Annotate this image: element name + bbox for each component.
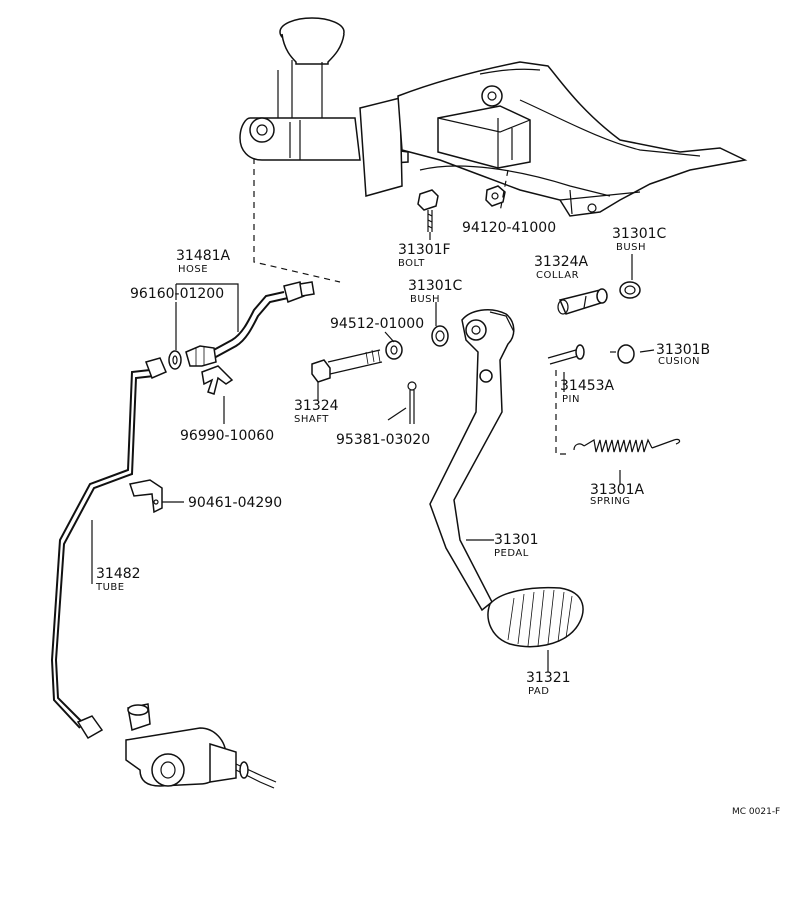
nut-94120-drawing xyxy=(485,185,506,207)
svg-text:BUSH: BUSH xyxy=(616,242,646,253)
bolt-31301F-drawing xyxy=(417,189,439,232)
master-cylinder-drawing xyxy=(239,17,748,217)
slave-cylinder-drawing xyxy=(125,703,277,789)
svg-text:31301F: 31301F xyxy=(398,242,451,258)
svg-text:PEDAL: PEDAL xyxy=(494,548,529,559)
label-31453A: 31453A PIN xyxy=(560,378,615,405)
label-90461: 90461-04290 xyxy=(188,495,282,511)
svg-text:31482: 31482 xyxy=(96,566,141,582)
washer-96160-drawing xyxy=(168,350,182,370)
label-31301F: 31301F BOLT xyxy=(398,242,451,269)
svg-text:31453A: 31453A xyxy=(560,378,615,394)
svg-text:31301C: 31301C xyxy=(612,226,667,242)
svg-text:SHAFT: SHAFT xyxy=(294,414,329,425)
label-31482: 31482 TUBE xyxy=(95,566,141,593)
cushion-31301B-drawing xyxy=(610,344,635,364)
svg-text:90461-04290: 90461-04290 xyxy=(188,495,282,511)
svg-text:31301B: 31301B xyxy=(656,342,710,358)
svg-text:96990-10060: 96990-10060 xyxy=(180,428,274,444)
svg-text:BUSH: BUSH xyxy=(410,294,440,305)
cotter-pin-95381-drawing xyxy=(407,381,417,424)
label-31301A: 31301A SPRING xyxy=(590,482,645,507)
svg-text:31324: 31324 xyxy=(294,398,339,414)
spring-31301A-drawing xyxy=(573,438,681,453)
hose-31481A-drawing xyxy=(185,281,315,367)
svg-text:PAD: PAD xyxy=(528,686,549,697)
svg-text:BOLT: BOLT xyxy=(398,258,425,269)
label-31321: 31321 PAD xyxy=(526,670,571,697)
label-96160: 96160-01200 xyxy=(130,286,224,302)
label-96990: 96990-10060 xyxy=(180,428,274,444)
svg-text:31481A: 31481A xyxy=(176,248,231,264)
svg-text:31301: 31301 xyxy=(494,532,539,548)
svg-text:94120-41000: 94120-41000 xyxy=(462,220,556,236)
label-31301C-right: 31301C BUSH xyxy=(612,226,667,253)
tube-31482-drawing xyxy=(50,357,167,740)
label-31324A: 31324A COLLAR xyxy=(534,254,589,281)
svg-text:CUSION: CUSION xyxy=(658,356,700,367)
svg-text:31321: 31321 xyxy=(526,670,571,686)
diagram-code: MC 0021-F xyxy=(732,807,780,817)
svg-text:COLLAR: COLLAR xyxy=(536,270,579,281)
label-95381: 95381-03020 xyxy=(336,432,430,448)
label-31301: 31301 PEDAL xyxy=(494,532,539,559)
pad-31321-drawing xyxy=(487,586,584,648)
clip-96990-drawing xyxy=(201,365,234,395)
label-94512: 94512-01000 xyxy=(330,316,424,332)
svg-text:95381-03020: 95381-03020 xyxy=(336,432,430,448)
svg-text:94512-01000: 94512-01000 xyxy=(330,316,424,332)
bracket-90461-drawing xyxy=(129,479,163,514)
svg-text:31324A: 31324A xyxy=(534,254,589,270)
svg-text:31301C: 31301C xyxy=(408,278,463,294)
svg-text:PIN: PIN xyxy=(562,394,580,405)
svg-text:TUBE: TUBE xyxy=(95,582,125,593)
pin-31453A-drawing xyxy=(547,344,585,365)
pedal-31301-drawing xyxy=(429,308,515,612)
bush-31301C-left-drawing xyxy=(431,325,449,347)
svg-text:31301A: 31301A xyxy=(590,482,645,498)
bush-31301C-right-drawing xyxy=(619,281,641,299)
label-31301B: 31301B CUSION xyxy=(656,342,710,367)
label-94120: 94120-41000 xyxy=(462,220,556,236)
shaft-31324-drawing xyxy=(311,349,383,383)
label-31324: 31324 SHAFT xyxy=(294,398,339,425)
washer-94512-drawing xyxy=(385,340,403,360)
label-31481A: 31481A HOSE xyxy=(176,248,231,275)
svg-text:SPRING: SPRING xyxy=(590,496,631,507)
label-31301C-left: 31301C BUSH xyxy=(408,278,463,305)
collar-31324A-drawing xyxy=(557,288,608,315)
svg-text:96160-01200: 96160-01200 xyxy=(130,286,224,302)
svg-text:HOSE: HOSE xyxy=(178,264,208,275)
